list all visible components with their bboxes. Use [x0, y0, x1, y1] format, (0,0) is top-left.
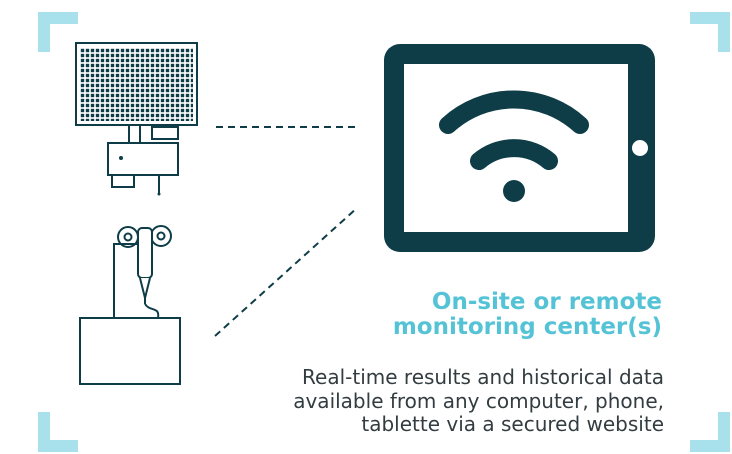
solar-panel-weather-station-icon: [75, 42, 198, 196]
heading-line: On-site or remote: [431, 289, 662, 315]
corner-bracket-top-right: [690, 12, 730, 52]
heading-line: monitoring center(s): [392, 314, 662, 340]
monitoring-center-heading: On-site or remote monitoring center(s): [330, 290, 662, 340]
anemometer-icon: [79, 225, 181, 385]
description-line: Real-time results and historical data: [302, 365, 664, 389]
wifi-icon: [439, 90, 589, 202]
corner-bracket-bottom-right: [690, 412, 730, 452]
corner-bracket-top-left: [38, 12, 78, 52]
description-line: tablette via a secured website: [361, 412, 664, 436]
corner-bracket-bottom-left: [38, 412, 78, 452]
description-line: available from any computer, phone,: [293, 388, 664, 413]
connection-line-logger-to-tablet: [214, 207, 358, 337]
availability-description: Real-time results and historical data av…: [200, 365, 664, 437]
